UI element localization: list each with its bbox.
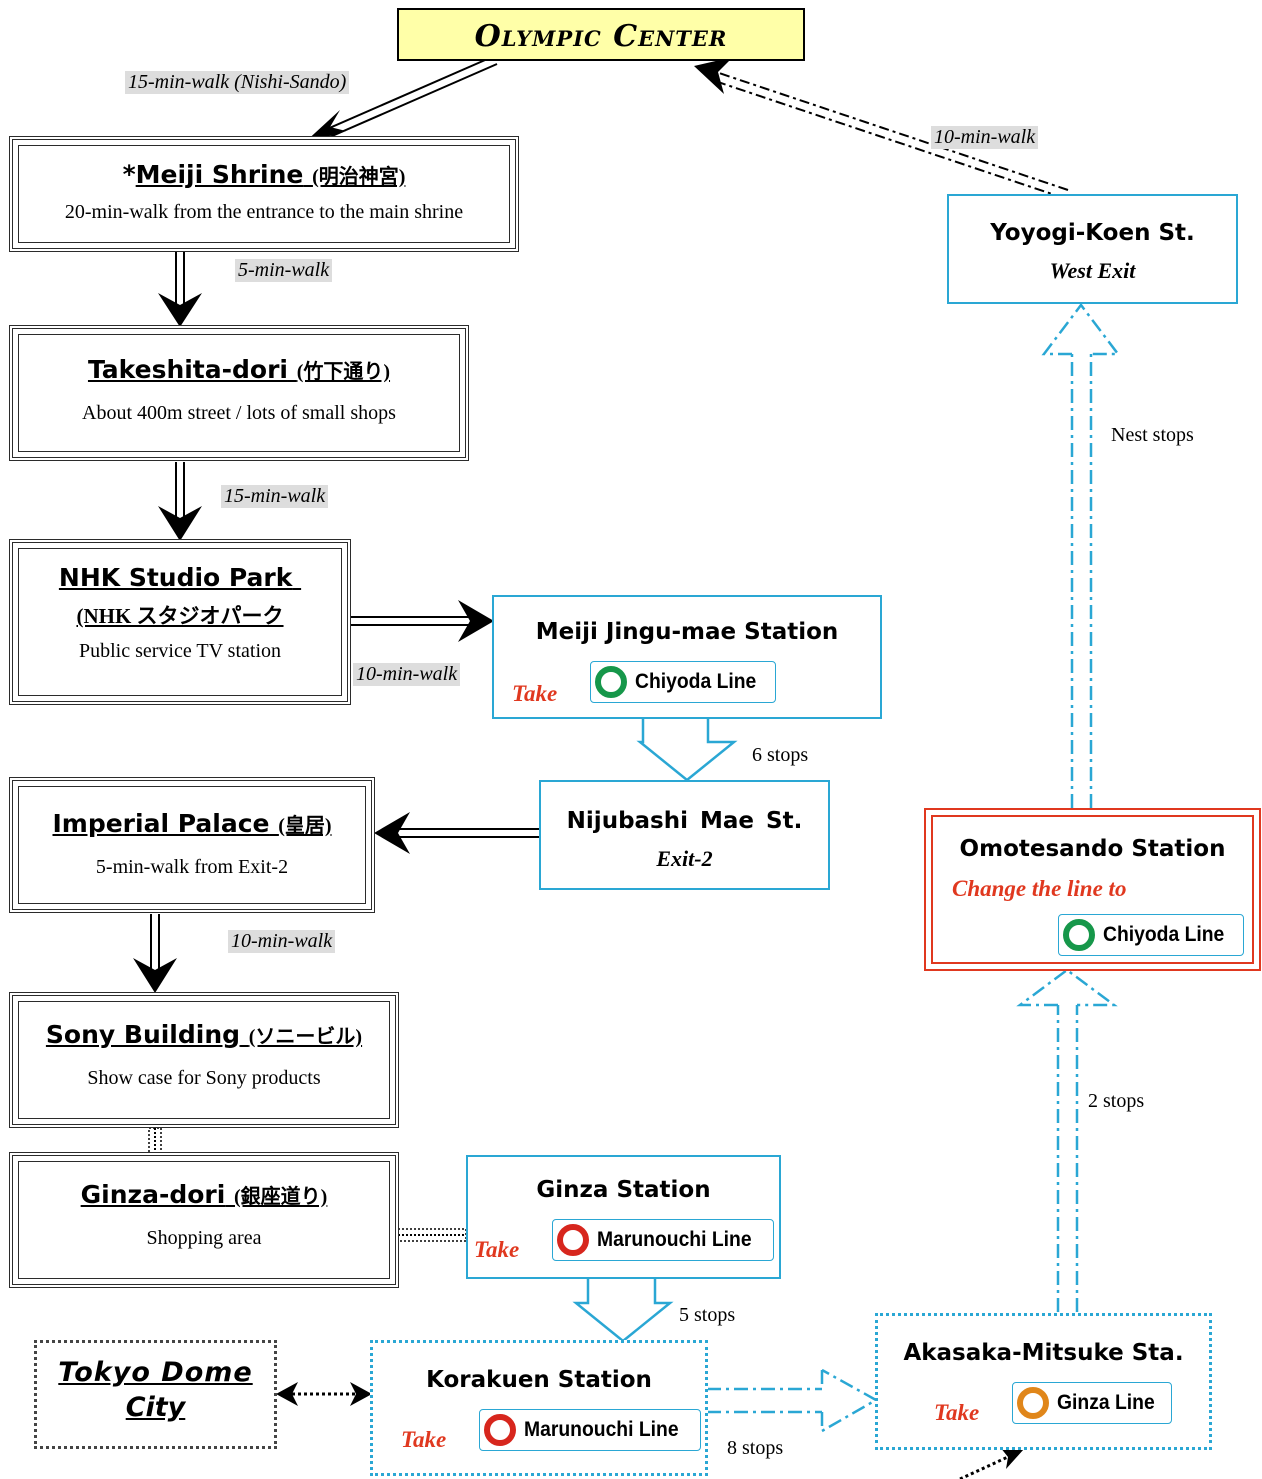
- spot-description: About 400m street / lots of small shops: [82, 402, 396, 424]
- line-name: Marunouchi Line: [524, 1418, 679, 1441]
- station-name: Yoyogi-Koen St.: [990, 220, 1195, 246]
- marunouchi-line-icon: [557, 1224, 589, 1256]
- olympic-center-title: Olympic Center: [474, 19, 728, 54]
- take-label: Take: [934, 1400, 980, 1425]
- spot-name: Meiji Shrine: [135, 160, 304, 189]
- spot-imperial-palace: Imperial Palace (皇居) 5-min-walk from Exi…: [13, 781, 371, 909]
- stops-label-korakuen-akasaka: 8 stops: [727, 1437, 784, 1459]
- stops-label-akasaka-omotesando: 2 stops: [1088, 1090, 1145, 1112]
- arrow-meijijingu-to-nijubashi: [636, 718, 738, 782]
- line-name: Chiyoda Line: [1103, 923, 1225, 946]
- spot-takeshita-dori: Takeshita-dori (竹下通り) About 400m street …: [13, 329, 465, 457]
- spot-name: Ginza-dori: [80, 1180, 226, 1209]
- station-name: Ginza Station: [536, 1177, 711, 1203]
- arrow-imperial-to-sony: [133, 914, 177, 993]
- spot-description: Public service TV station: [78, 640, 281, 662]
- spot-nhk-studio-park: NHK Studio Park (NHK スタジオパーク Public serv…: [13, 543, 347, 701]
- walk-label-yoyogi-olympic: 10-min-walk: [931, 126, 1039, 149]
- line-name: Chiyoda Line: [635, 670, 757, 693]
- station-name: Akasaka-Mitsuke Sta.: [903, 1340, 1184, 1366]
- station-omotesando: Omotesando Station Change the line to Ch…: [924, 808, 1261, 971]
- arrow-olympic-to-meiji: [303, 56, 498, 144]
- arrow-tokyodome-korakuen: [276, 1382, 372, 1406]
- arrow-yoyogi-to-olympic: [694, 57, 1069, 199]
- station-korakuen: Korakuen Station Take Marunouchi Line: [370, 1340, 708, 1476]
- line-badge-marunouchi: Marunouchi Line: [552, 1219, 774, 1261]
- walk-label-olympic-meiji: 15-min-walk (Nishi-Sando): [125, 71, 350, 94]
- station-exit: West Exit: [1049, 258, 1136, 283]
- spot-jp-name: (ソニービル): [248, 1026, 363, 1048]
- spot-name: NHK Studio Park: [58, 563, 293, 592]
- line-badge-marunouchi: Marunouchi Line: [479, 1409, 701, 1451]
- walk-label-takeshita-nhk: 15-min-walk: [221, 485, 329, 508]
- station-akasaka-mitsuke: Akasaka-Mitsuke Sta. Take Ginza Line: [875, 1313, 1212, 1450]
- line-badge-chiyoda: Chiyoda Line: [1058, 914, 1244, 956]
- stops-label-meiji-nijubashi: 6 stops: [752, 744, 809, 766]
- station-ginza: Ginza Station Take Marunouchi Line: [466, 1155, 781, 1279]
- spot-meiji-shrine: *Meiji Shrine (明治神宮) 20-min-walk from th…: [13, 140, 515, 248]
- arrow-nijubashi-to-imperial: [374, 812, 540, 854]
- station-meiji-jingumae: Meiji Jingu-mae Station Take Chiyoda Lin…: [492, 595, 882, 719]
- line-name: Ginza Line: [1057, 1391, 1155, 1414]
- walk-label-nhk-meijijingu: 10-min-walk: [353, 663, 461, 686]
- stops-label-omotesando-yoyogi: Nest stops: [1111, 424, 1194, 446]
- take-label: Take: [401, 1427, 447, 1452]
- station-name: Korakuen Station: [426, 1367, 652, 1393]
- marunouchi-line-icon: [484, 1414, 516, 1446]
- spot-jp-name: (銀座道り): [234, 1186, 328, 1208]
- chiyoda-line-icon: [595, 666, 627, 698]
- connector-sony-ginzadori: [148, 1127, 162, 1155]
- spot-jp-name: (明治神宮): [312, 166, 406, 188]
- station-name: Nijubashi Mae St.: [566, 808, 803, 834]
- arrow-nhk-to-meijijingu: [350, 600, 494, 642]
- change-line-label: Change the line to: [952, 876, 1127, 901]
- olympic-center-box: Olympic Center: [397, 8, 805, 61]
- spot-description: Shopping area: [146, 1227, 262, 1249]
- spot-jp-name: (竹下通り): [296, 361, 391, 383]
- spot-jp-name: (NHK スタジオパーク: [76, 604, 284, 628]
- spot-name: Imperial Palace: [52, 809, 270, 838]
- arrow-korakuen-to-akasaka: [707, 1368, 879, 1434]
- stops-label-ginza-korakuen: 5 stops: [679, 1304, 736, 1326]
- spot-description: 20-min-walk from the entrance to the mai…: [64, 201, 464, 223]
- spot-prefix: *: [122, 160, 136, 189]
- arrow-into-akasaka: [959, 1447, 1024, 1479]
- chiyoda-line-icon: [1063, 919, 1095, 951]
- arrow-takeshita-to-nhk: [158, 462, 202, 541]
- station-name: Meiji Jingu-mae Station: [535, 619, 839, 645]
- take-label: Take: [474, 1237, 520, 1262]
- arrow-meiji-to-takeshita: [158, 250, 202, 327]
- line-badge-ginza: Ginza Line: [1012, 1382, 1173, 1424]
- spot-tokyo-dome-city: Tokyo Dome City: [34, 1340, 277, 1449]
- ginza-line-icon: [1017, 1387, 1049, 1419]
- spot-sony-building: Sony Building (ソニービル) Show case for Sony…: [13, 996, 395, 1124]
- station-name: Omotesando Station: [959, 836, 1226, 862]
- tokyo-dome-line1: Tokyo Dome: [58, 1357, 253, 1388]
- station-nijubashi-mae: Nijubashi Mae St. Exit-2: [539, 780, 830, 890]
- spot-ginza-dori: Ginza-dori (銀座道り) Shopping area: [13, 1156, 395, 1284]
- spot-jp-name: (皇居): [278, 815, 332, 837]
- arrow-omotesando-to-yoyogi: [1041, 302, 1121, 808]
- walk-label-meiji-takeshita: 5-min-walk: [235, 259, 333, 282]
- station-exit: Exit-2: [656, 846, 713, 871]
- line-name: Marunouchi Line: [597, 1228, 752, 1251]
- connector-ginzadori-ginzastation: [397, 1228, 467, 1242]
- tokyo-dome-line2: City: [125, 1392, 186, 1423]
- walk-label-imperial-sony: 10-min-walk: [228, 930, 336, 953]
- arrow-akasaka-to-omotesando: [1016, 968, 1118, 1312]
- spot-description: 5-min-walk from Exit-2: [95, 856, 289, 878]
- spot-name: Takeshita-dori: [87, 355, 288, 384]
- take-label: Take: [512, 681, 558, 706]
- spot-description: Show case for Sony products: [87, 1067, 321, 1089]
- arrow-ginza-to-korakuen: [572, 1278, 674, 1343]
- spot-name: Sony Building: [45, 1020, 241, 1049]
- station-yoyogi-koen: Yoyogi-Koen St. West Exit: [947, 194, 1238, 304]
- line-badge-chiyoda: Chiyoda Line: [590, 661, 776, 703]
